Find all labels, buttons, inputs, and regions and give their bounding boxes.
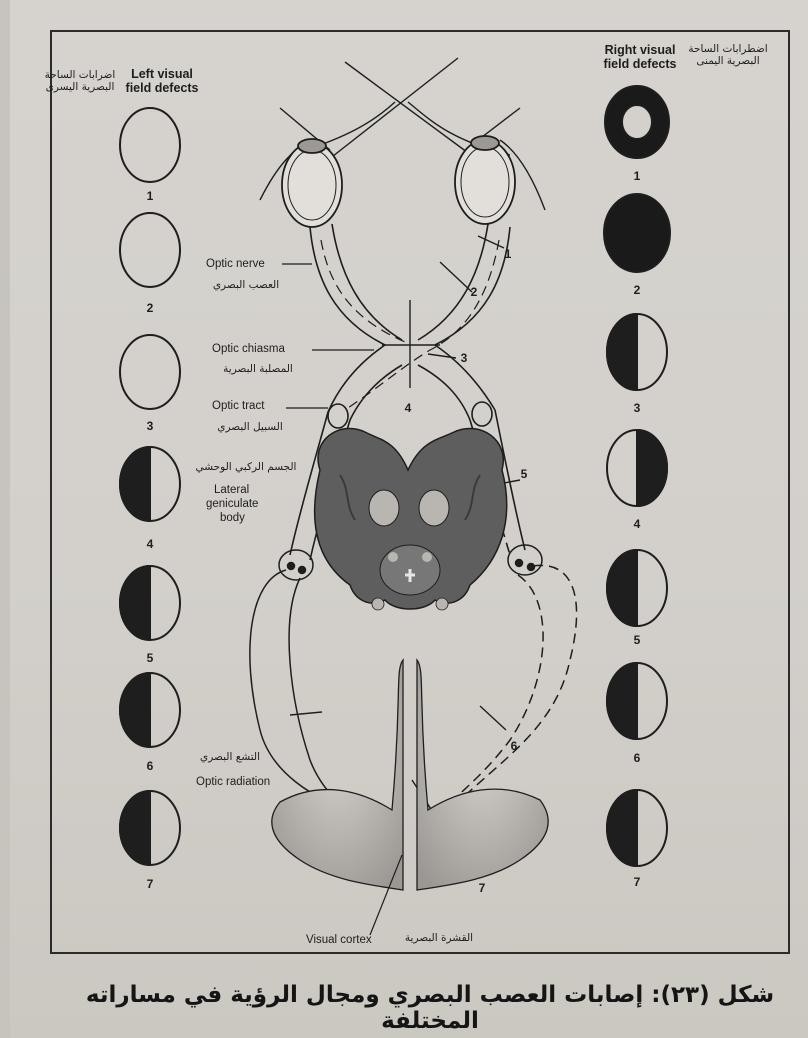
left-field-1 [120, 108, 180, 182]
left-field-number-1: 1 [140, 190, 160, 203]
right-field-number-6: 6 [627, 752, 647, 765]
left-visual-fields [120, 108, 180, 865]
lgb-label-line-3: body [220, 512, 245, 525]
optic-tract-label: Optic tract [212, 400, 264, 413]
right-field-number-3: 3 [627, 402, 647, 415]
left-field-7-fill [120, 791, 150, 865]
left-field-6-fill [120, 673, 150, 747]
right-field-2 [604, 194, 670, 272]
right-field-number-1: 1 [627, 170, 647, 183]
lesion-number-7: 7 [472, 882, 492, 895]
midbrain-section [315, 428, 507, 610]
lgb-label-line-2: geniculate [206, 498, 258, 511]
optic-nerve-label: Optic nerve [206, 258, 265, 271]
optic-radiation-label: Optic radiation [196, 776, 270, 789]
left-field-number-7: 7 [140, 878, 160, 891]
visual-pathway-diagram [10, 0, 808, 1038]
lgb-label-line-1: Lateral [214, 484, 249, 497]
right-field-number-4: 4 [627, 518, 647, 531]
lesion-number-6: 6 [504, 740, 524, 753]
left-field-number-4: 4 [140, 538, 160, 551]
optic-nerve-label-arabic: العصب البصري [206, 280, 286, 292]
book-page: اضرابات الساحة البصرية اليسرى Left visua… [10, 0, 808, 1038]
left-eye [282, 143, 342, 227]
lgb-label-arabic: الجسم الركبي الوحشي [186, 462, 306, 474]
right-visual-fields [604, 86, 670, 866]
right-field-number-7: 7 [627, 876, 647, 889]
left-field-5-fill [120, 566, 150, 640]
left-field-number-6: 6 [140, 760, 160, 773]
right-eye [455, 140, 515, 224]
lesion-number-3: 3 [454, 352, 474, 365]
lesion-number-1: 1 [498, 248, 518, 261]
eyes [282, 136, 515, 227]
left-field-number-2: 2 [140, 302, 160, 315]
left-field-number-3: 3 [140, 420, 160, 433]
optic-radiation-label-arabic: التشع البصري [190, 752, 270, 764]
optic-chiasma-label: Optic chiasma [212, 343, 285, 356]
left-field-2 [120, 213, 180, 287]
left-field-number-5: 5 [140, 652, 160, 665]
visual-cortex-label-arabic: القشرة البصرية [394, 933, 484, 945]
left-field-3 [120, 335, 180, 409]
figure-caption: شكل (٢٣): إصابات العصب البصري ومجال الرؤ… [70, 982, 790, 1034]
left-field-4-fill [120, 447, 150, 521]
optic-chiasma-label-arabic: المصلبة البصرية [214, 364, 302, 376]
right-field-number-2: 2 [627, 284, 647, 297]
optic-tract-label-arabic: السبيل البصري [210, 422, 290, 434]
lesion-number-5: 5 [514, 468, 534, 481]
right-field-number-5: 5 [627, 634, 647, 647]
occipital-lobes [272, 660, 548, 890]
visual-cortex-label: Visual cortex [306, 934, 372, 947]
lesion-number-4: 4 [398, 402, 418, 415]
lesion-number-2: 2 [464, 286, 484, 299]
